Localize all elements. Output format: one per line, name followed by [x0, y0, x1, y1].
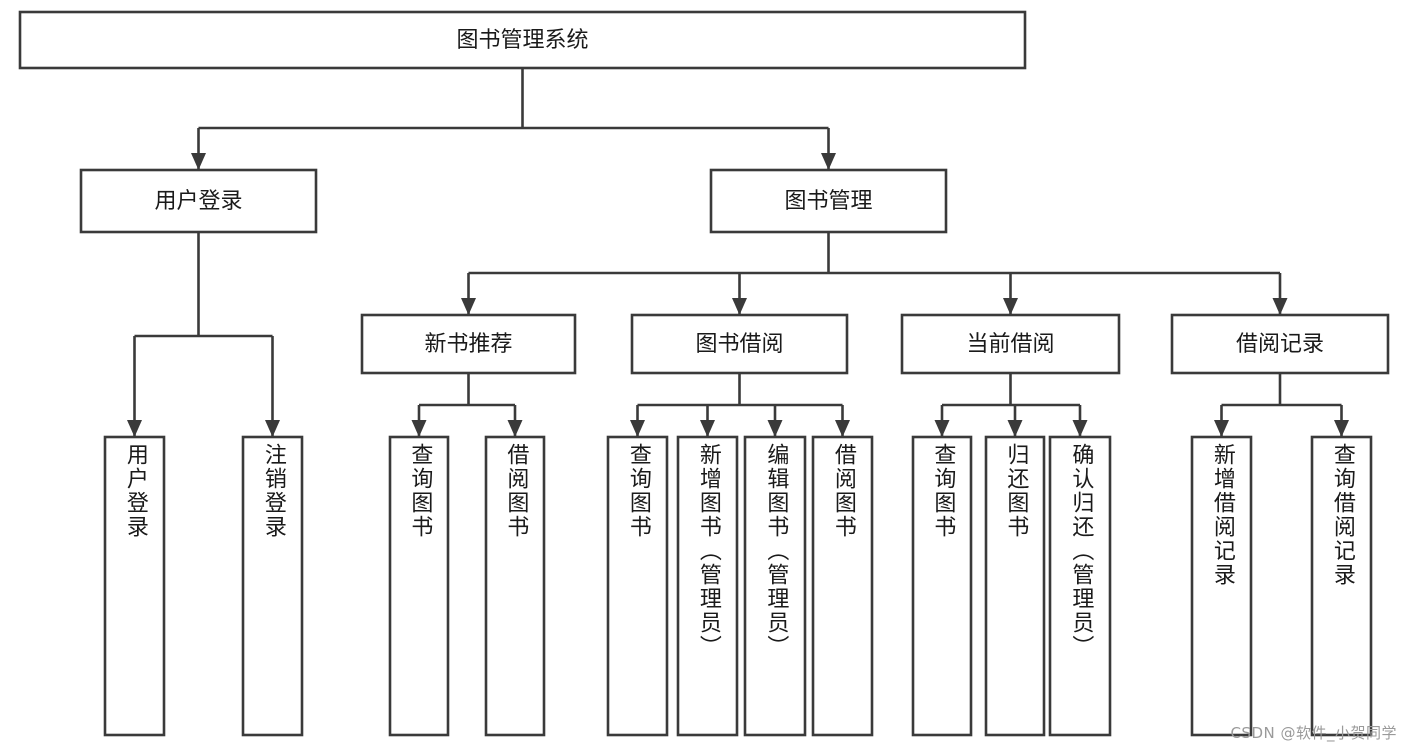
node-book-manage-label: 图书管理 — [784, 189, 872, 214]
arrowhead-icon — [127, 420, 142, 437]
node-new-book-rec-label: 新书推荐 — [424, 332, 512, 357]
node-borrow-record-label: 借阅记录 — [1236, 332, 1324, 357]
node-book-manage[interactable] — [709, 168, 948, 234]
node-leaf-add-book[interactable] — [676, 435, 739, 737]
node-box-layer — [18, 10, 1390, 737]
arrowhead-icon — [1003, 298, 1018, 315]
node-leaf-borrow-book-2[interactable] — [811, 435, 874, 737]
node-root-label: 图书管理系统 — [456, 28, 588, 53]
node-leaf-query-record[interactable] — [1310, 435, 1373, 737]
arrowhead-icon — [265, 420, 280, 437]
node-user-login[interactable] — [79, 168, 318, 234]
arrowhead-icon — [1214, 420, 1229, 437]
node-leaf-add-record[interactable] — [1190, 435, 1253, 737]
node-root[interactable] — [18, 10, 1027, 70]
arrowhead-icon — [934, 420, 950, 437]
node-leaf-borrow-book-1[interactable] — [484, 435, 546, 737]
node-book-borrow[interactable] — [630, 313, 849, 375]
node-leaf-query-book-2[interactable] — [606, 435, 669, 737]
arrowhead-icon — [1007, 420, 1023, 437]
node-book-borrow-label: 图书借阅 — [695, 332, 783, 357]
arrowhead-icon — [411, 420, 427, 437]
node-leaf-query-book-3[interactable] — [911, 435, 973, 737]
node-leaf-query-book-1[interactable] — [388, 435, 450, 737]
arrowhead-icon — [835, 420, 850, 437]
node-new-book-rec[interactable] — [360, 313, 577, 375]
arrowhead-icon — [1334, 420, 1349, 437]
arrowhead-icon — [507, 420, 523, 437]
arrowhead-icon — [461, 298, 476, 315]
arrowhead-icon — [191, 153, 206, 170]
arrowhead-icon — [700, 420, 715, 437]
watermark-text: CSDN @软件_小贺同学 — [1230, 724, 1397, 742]
arrowhead-icon — [821, 153, 836, 170]
node-borrow-record[interactable] — [1170, 313, 1390, 375]
node-user-login-label: 用户登录 — [154, 189, 242, 214]
node-leaf-user-logout[interactable] — [241, 435, 304, 737]
arrowhead-icon — [732, 298, 747, 315]
node-leaf-return-book[interactable] — [984, 435, 1046, 737]
node-leaf-edit-book[interactable] — [743, 435, 807, 737]
node-current-borrow[interactable] — [900, 313, 1121, 375]
node-leaf-confirm-return[interactable] — [1048, 435, 1112, 737]
node-current-borrow-label: 当前借阅 — [966, 332, 1054, 357]
arrowhead-icon — [630, 420, 645, 437]
arrowhead-icon — [1272, 298, 1288, 315]
arrowhead-icon — [1072, 420, 1088, 437]
node-leaf-user-login[interactable] — [103, 435, 166, 737]
arrowhead-icon — [767, 420, 783, 437]
connector-layer — [127, 68, 1349, 437]
